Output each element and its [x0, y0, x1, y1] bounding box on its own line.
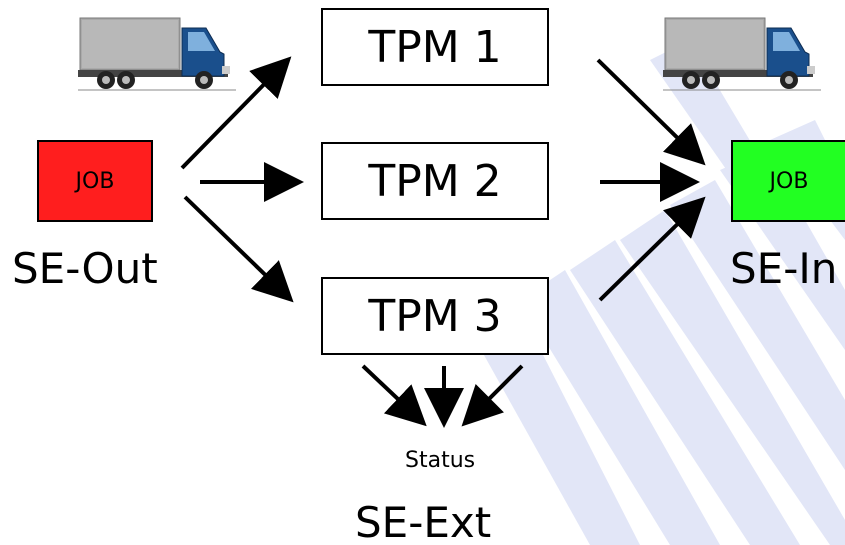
job-in-box: JOB — [731, 140, 845, 222]
tpm-3-box: TPM 3 — [321, 277, 549, 355]
arrow-tpm3-to-status-right — [461, 364, 524, 427]
arrow-tpm3-to-status-left — [361, 364, 427, 427]
truck-icon — [78, 17, 236, 91]
job-out-box: JOB — [37, 140, 153, 222]
arrow-out-to-tpm3 — [183, 195, 294, 303]
se-in-label: SE-In — [730, 244, 838, 293]
tpm-1-box: TPM 1 — [321, 8, 549, 86]
tpm-2-box: TPM 2 — [321, 142, 549, 220]
arrow-out-to-tpm1 — [180, 56, 292, 170]
truck-icon — [663, 17, 821, 91]
arrow-tpm3-to-in — [598, 196, 706, 302]
status-label: Status — [405, 448, 476, 473]
arrow-tpm1-to-in — [596, 58, 706, 166]
se-ext-label: SE-Ext — [355, 498, 492, 545]
se-out-label: SE-Out — [12, 244, 158, 293]
